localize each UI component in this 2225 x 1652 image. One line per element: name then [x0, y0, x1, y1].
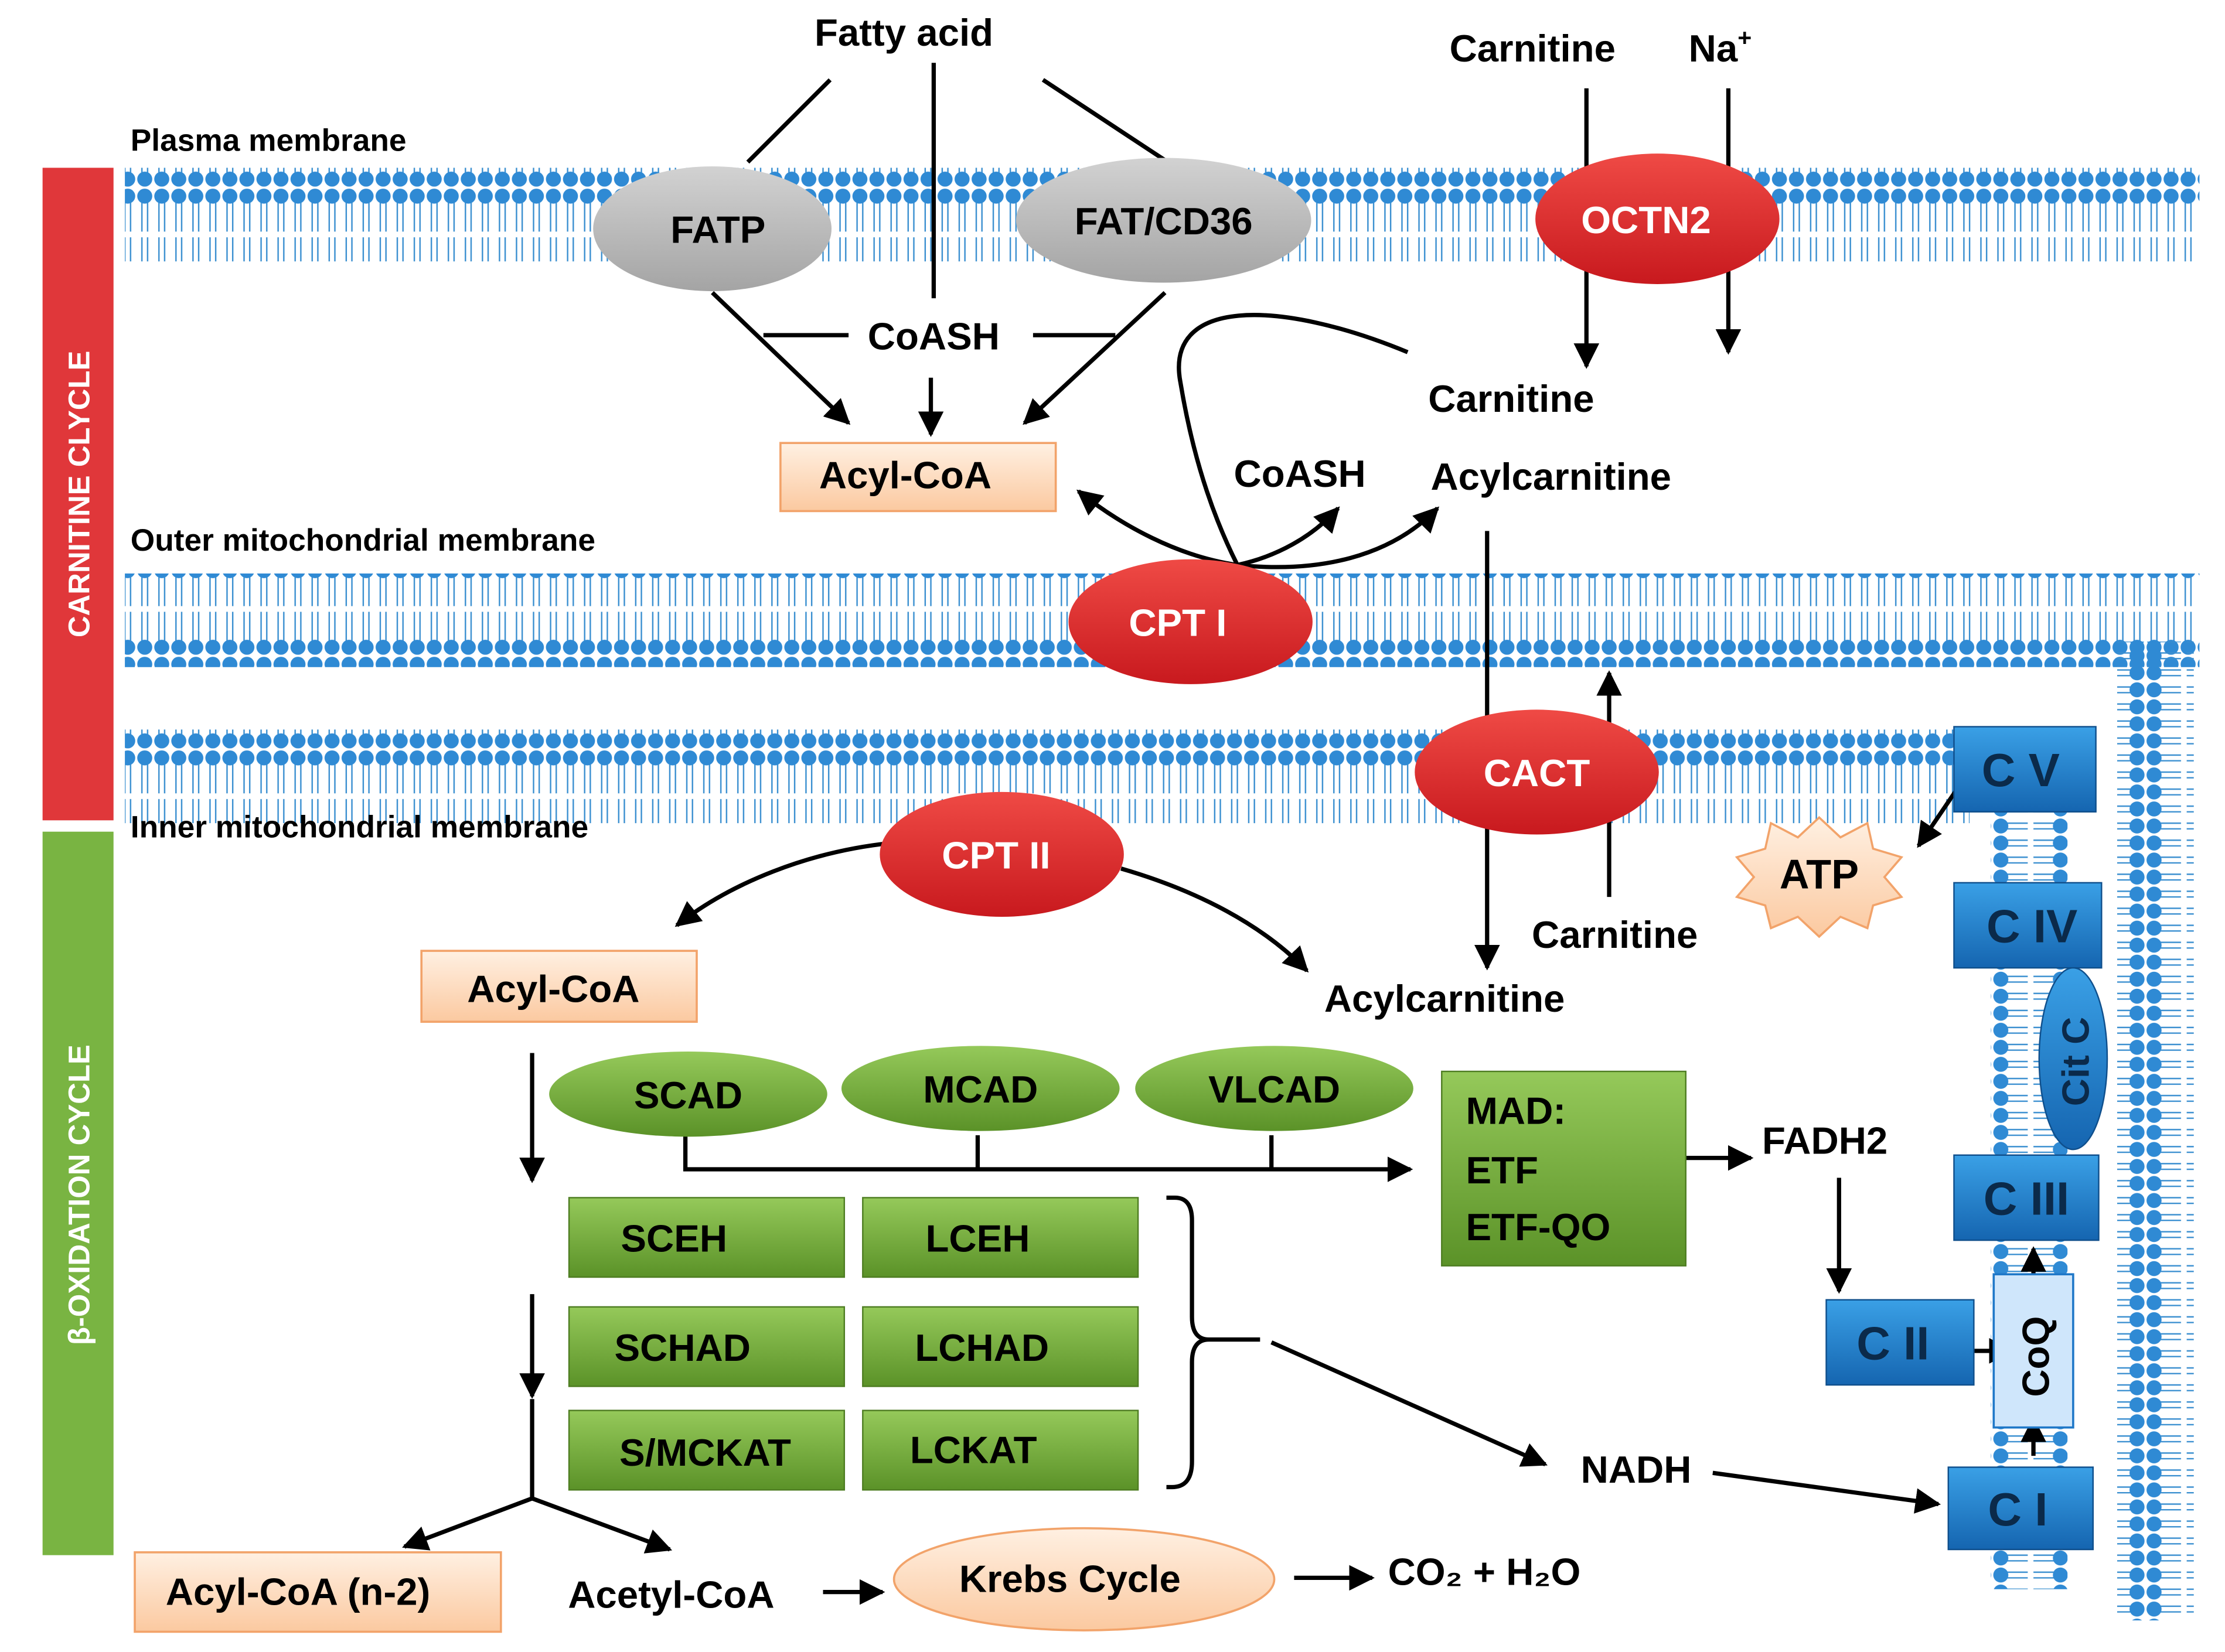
schad-label: SCHAD — [615, 1326, 751, 1369]
octn2-transporter: OCTN2 — [1535, 153, 1780, 284]
krebs-cycle: Krebs Cycle — [892, 1527, 1276, 1631]
vlcad-enzyme: VLCAD — [1135, 1046, 1413, 1131]
inner-membrane-label: Inner mitochondrial membrane — [131, 810, 588, 844]
smckat-enzyme: S/MCKAT — [568, 1409, 846, 1491]
mcad-label: MCAD — [923, 1068, 1038, 1111]
sceh-enzyme: SCEH — [568, 1197, 846, 1278]
lckat-label: LCKAT — [910, 1428, 1037, 1471]
acyl-coa-n2-label: Acyl-CoA (n-2) — [166, 1570, 431, 1613]
krebs-cycle-label: Krebs Cycle — [959, 1558, 1181, 1600]
scad-enzyme: SCAD — [549, 1052, 827, 1137]
octn2-label: OCTN2 — [1581, 199, 1711, 241]
mad-etf-box: MAD: ETF ETF-QO — [1441, 1070, 1687, 1267]
carnitine-top-label: Carnitine — [1450, 27, 1616, 70]
acyl-coa-matrix-box: Acyl-CoA — [420, 950, 698, 1023]
carnitine-mid-label: Carnitine — [1428, 377, 1594, 420]
co2-h2o-label: CO₂ + H₂O — [1388, 1551, 1581, 1593]
scad-label: SCAD — [634, 1074, 742, 1117]
atp-star: ATP — [1735, 815, 1904, 938]
acetyl-coa-label: Acetyl-CoA — [568, 1573, 774, 1616]
cpt2-label: CPT II — [942, 834, 1050, 877]
sidebar-carnitine-label: CARNITINE CLYCLE — [63, 351, 96, 638]
cpt1-enzyme: CPT I — [1068, 559, 1313, 684]
etf-qo-label: ETF-QO — [1466, 1206, 1610, 1248]
carnitine-low-label: Carnitine — [1532, 913, 1698, 956]
complex-ii: C II — [1825, 1299, 1975, 1386]
cytochrome-c: Cit C — [2038, 967, 2108, 1151]
metabolite-labels: Fatty acid CoASH Carnitine Na+ Carnitine… — [568, 11, 1887, 1616]
coenzyme-q-label: CoQ — [2015, 1316, 2057, 1397]
acylcarnitine-mid-label: Acylcarnitine — [1430, 455, 1671, 498]
fat-cd36-transporter: FAT/CD36 — [1016, 158, 1311, 283]
na-ion-label: Na+ — [1689, 24, 1752, 70]
cact-label: CACT — [1484, 752, 1590, 794]
sceh-label: SCEH — [621, 1217, 727, 1260]
sidebar-beta-oxidation-cycle: β-OXIDATION CYCLE — [42, 831, 114, 1555]
fatp-label: FATP — [670, 209, 765, 251]
lckat-enzyme: LCKAT — [862, 1409, 1139, 1491]
fadh2-label: FADH2 — [1762, 1119, 1887, 1162]
cact-transporter: CACT — [1415, 709, 1659, 835]
acylcarnitine-low-label: Acylcarnitine — [1324, 977, 1565, 1020]
lceh-label: LCEH — [925, 1217, 1030, 1260]
sidebar-carnitine-cycle: CARNITINE CLYCLE — [42, 168, 114, 821]
acyl-coa-matrix-label: Acyl-CoA — [467, 967, 639, 1010]
acyl-coa-cytosol-label: Acyl-CoA — [819, 454, 991, 497]
acyl-coa-cytosol-box: Acyl-CoA — [779, 442, 1057, 513]
outer-membrane-label: Outer mitochondrial membrane — [131, 523, 595, 558]
lchad-enzyme: LCHAD — [862, 1306, 1139, 1387]
etf-label: ETF — [1466, 1149, 1538, 1192]
coash-top-label: CoASH — [868, 315, 1000, 357]
lchad-label: LCHAD — [915, 1326, 1049, 1369]
complex-iii: C III — [1953, 1154, 2100, 1241]
cytochrome-c-label: Cit C — [2054, 1017, 2097, 1107]
coash-mid-label: CoASH — [1234, 452, 1366, 495]
inner-membrane-vertical — [2117, 641, 2194, 1621]
complex-v-label: C V — [1982, 744, 2060, 796]
complex-i: C I — [1947, 1466, 2094, 1551]
fatp-transporter: FATP — [593, 166, 832, 292]
schad-enzyme: SCHAD — [568, 1306, 846, 1387]
complex-ii-label: C II — [1856, 1317, 1929, 1370]
acyl-coa-n2-box: Acyl-CoA (n-2) — [134, 1551, 502, 1633]
coenzyme-q: CoQ — [1992, 1273, 2074, 1429]
cpt2-enzyme: CPT II — [880, 791, 1124, 917]
sidebar-beta-oxidation-label: β-OXIDATION CYCLE — [63, 1045, 96, 1345]
nadh-label: NADH — [1581, 1448, 1692, 1491]
lceh-enzyme: LCEH — [862, 1197, 1139, 1278]
plasma-membrane-label: Plasma membrane — [131, 123, 407, 158]
complex-i-label: C I — [1988, 1483, 2047, 1535]
atp-label: ATP — [1780, 851, 1859, 897]
fatty-acid-label: Fatty acid — [815, 11, 993, 54]
vlcad-label: VLCAD — [1208, 1068, 1340, 1111]
pathway-arrows — [402, 63, 2046, 1605]
complex-iv: C IV — [1953, 882, 2103, 969]
complex-iii-label: C III — [1984, 1173, 2070, 1225]
complex-v: C V — [1953, 726, 2097, 813]
mcad-enzyme: MCAD — [841, 1046, 1120, 1131]
smckat-label: S/MCKAT — [619, 1431, 791, 1474]
cpt1-label: CPT I — [1129, 602, 1226, 644]
complex-iv-label: C IV — [1987, 900, 2077, 953]
fat-cd36-label: FAT/CD36 — [1075, 200, 1253, 243]
mad-label: MAD: — [1466, 1090, 1566, 1132]
